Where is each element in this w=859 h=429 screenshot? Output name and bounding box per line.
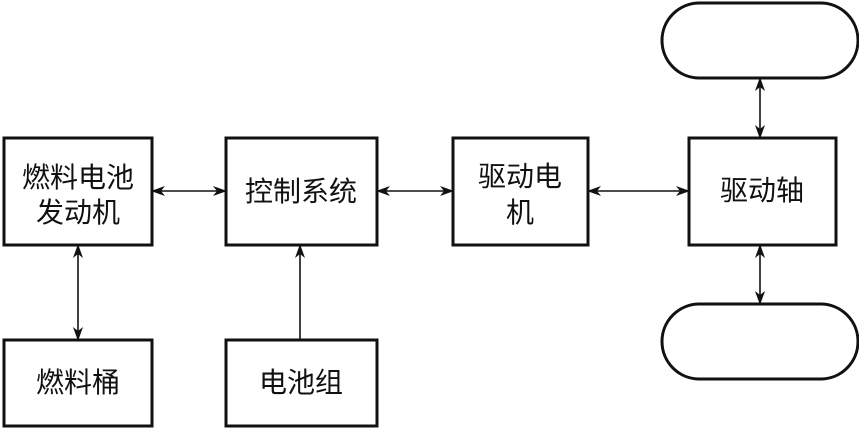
drive-motor-label-line-2: 机 [506, 196, 534, 229]
control-system-box [224, 136, 379, 247]
drive-shaft-box [687, 136, 838, 247]
drive-motor-label-line-1: 驱动电 [478, 160, 562, 193]
drive-shaft-label: 驱动轴 [720, 174, 804, 207]
fuel-tank-label: 燃料桶 [36, 366, 120, 399]
fuel-cell-engine-box [2, 136, 154, 247]
control-system-label: 控制系统 [245, 175, 357, 208]
fuel-tank-box [2, 338, 154, 428]
fuel-cell-engine-label-line-2: 发动机 [36, 196, 120, 229]
wheel-bottom-capsule [660, 302, 859, 381]
battery-pack-label: 电池组 [259, 366, 343, 399]
battery-pack-box [224, 338, 379, 428]
fuel-cell-engine-label-line-1: 燃料电池 [22, 161, 134, 194]
drive-motor-box [451, 136, 590, 247]
wheel-top-capsule [660, 1, 859, 80]
